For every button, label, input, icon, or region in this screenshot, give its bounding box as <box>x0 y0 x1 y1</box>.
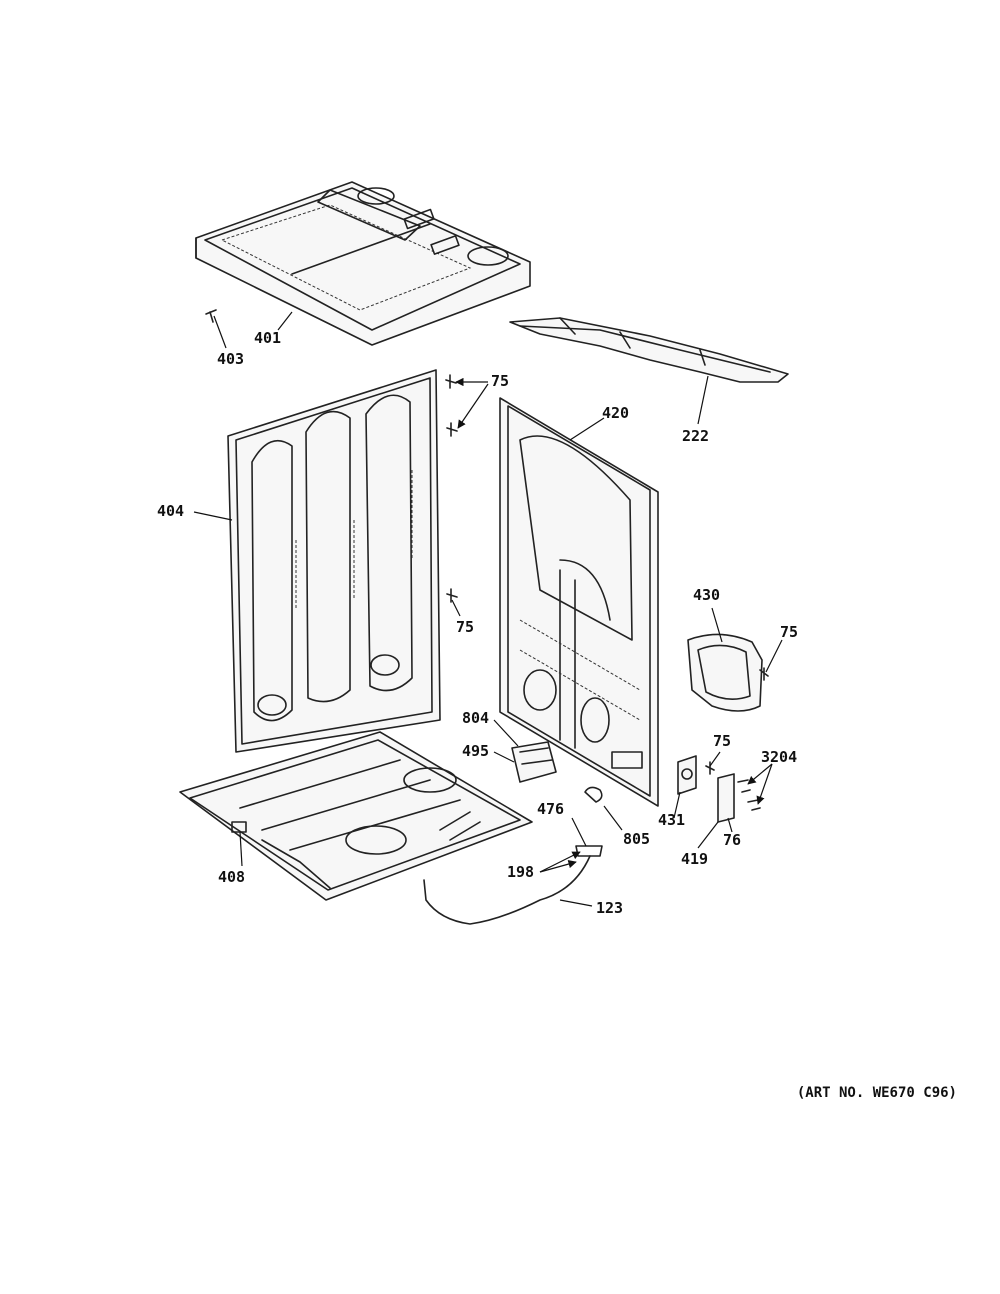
callout-75-lower: 75 <box>713 732 731 750</box>
art-number: (ART NO. WE670 C96) <box>797 1085 957 1101</box>
screw-75-right <box>759 667 769 681</box>
callout-804: 804 <box>462 709 489 727</box>
callout-403: 403 <box>217 350 244 368</box>
callout-495: 495 <box>462 742 489 760</box>
callout-3204: 3204 <box>761 748 797 766</box>
callout-75-mid: 75 <box>456 618 474 636</box>
side-panel <box>227 369 441 753</box>
callout-430: 430 <box>693 586 720 604</box>
callout-198: 198 <box>507 863 534 881</box>
rear-panel <box>499 397 659 807</box>
callout-401: 401 <box>254 329 281 347</box>
base-frame <box>179 731 533 901</box>
callout-431: 431 <box>658 811 685 829</box>
callout-75-right: 75 <box>780 623 798 641</box>
screw-75-mid <box>446 588 458 603</box>
callout-222: 222 <box>682 427 709 445</box>
callout-476: 476 <box>537 800 564 818</box>
callout-805: 805 <box>623 830 650 848</box>
callout-420: 420 <box>602 404 629 422</box>
callout-123: 123 <box>596 899 623 917</box>
duct-430 <box>687 633 763 712</box>
callout-404: 404 <box>157 502 184 520</box>
switch-parts <box>677 755 761 823</box>
bracket-495 <box>511 741 557 783</box>
callout-419: 419 <box>681 850 708 868</box>
callout-75-top: 75 <box>491 372 509 390</box>
callout-76: 76 <box>723 831 741 849</box>
callout-408: 408 <box>218 868 245 886</box>
top-rail <box>509 317 789 383</box>
screw-403 <box>205 309 217 323</box>
leader-lines <box>193 311 783 907</box>
screw-75-top <box>445 374 458 437</box>
top-panel <box>195 181 531 346</box>
